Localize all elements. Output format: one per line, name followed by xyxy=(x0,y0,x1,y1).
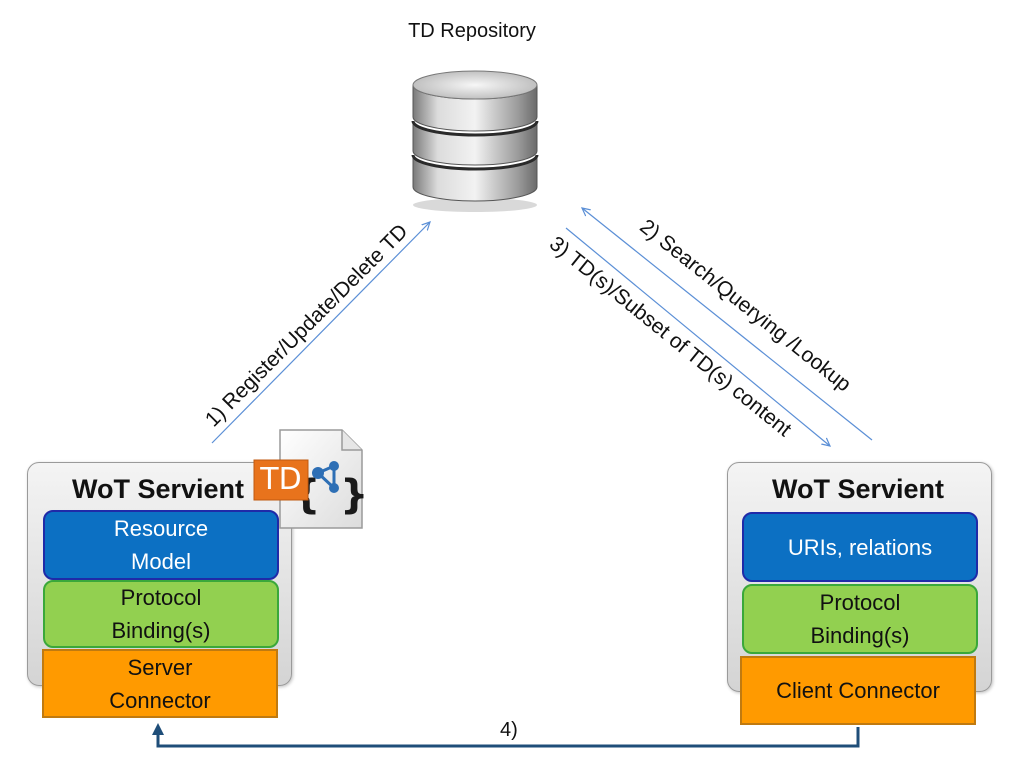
search-arrow xyxy=(582,208,873,441)
register-arrow xyxy=(211,222,430,444)
step4-arrow xyxy=(152,723,860,748)
right-resource-model: URIs, relations xyxy=(742,512,978,582)
svg-text:}: } xyxy=(340,472,364,518)
td-icon-label: TD xyxy=(260,462,302,497)
repository-title: TD Repository xyxy=(408,20,536,42)
left-servient-title: WoT Servient xyxy=(71,474,245,504)
response-arrow xyxy=(565,227,830,446)
step4-label: 4) xyxy=(500,719,518,741)
right-servient-title: WoT Servient xyxy=(771,474,945,504)
left-protocol-binding: Protocol Binding(s) xyxy=(43,580,279,648)
client-connector: Client Connector xyxy=(740,656,976,725)
server-connector: Server Connector xyxy=(42,649,278,718)
td-document-icon: { } TD xyxy=(252,428,364,530)
right-protocol-binding: Protocol Binding(s) xyxy=(742,584,978,654)
database-icon xyxy=(411,70,539,212)
left-resource-model: Resource Model xyxy=(43,510,279,580)
